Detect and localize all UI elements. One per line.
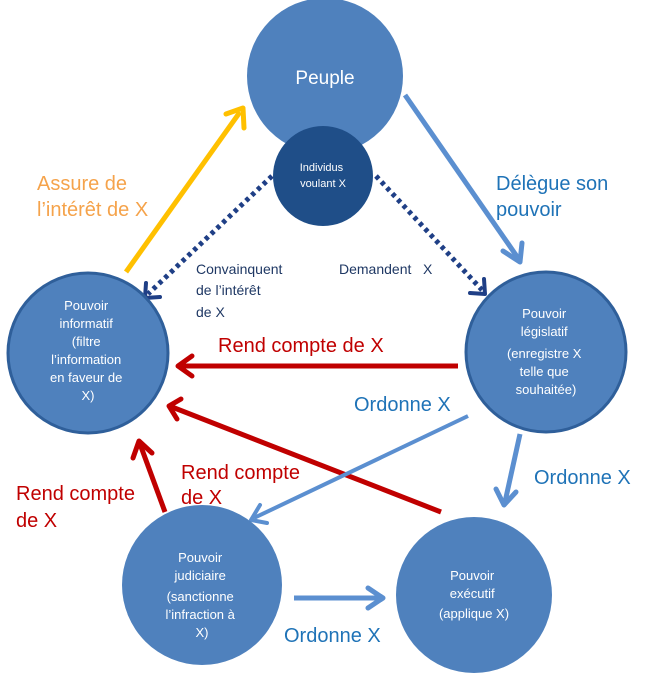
node-judiciaire [122,505,282,665]
node-informatif-line: l’information [51,352,121,367]
node-judiciaire-line: l’infraction à [166,607,236,622]
node-executif-text: Pouvoir exécutif (applique X) [439,568,509,621]
node-executif-line: Pouvoir [450,568,495,583]
node-legislatif-text: Pouvoir législatif (enregistre X telle q… [507,306,585,397]
arrow-ordonne-judiciaire [253,414,469,520]
node-individus [273,126,373,226]
node-judiciaire-line: X) [196,625,209,640]
node-informatif-line: Pouvoir [64,298,109,313]
arrowhead-ordonne-executif [493,486,519,508]
arrow-demandent [374,174,484,292]
arrowhead-rend-compte-legislatif [175,353,195,379]
label-ordonne-executif: Ordonne X [534,467,631,489]
label-ordonne-bottom-line: Ordonne X [284,625,381,647]
label-rend-compte-jud-line: Rend compte [16,483,135,505]
label-ordonne-judiciaire: Ordonne X [354,394,451,416]
label-convainquent-line: Convainquent [196,261,283,277]
arrowhead-delegue-pouvoir [500,240,525,265]
node-executif-line: exécutif [450,586,495,601]
label-assure-line: l’intérêt de X [37,199,148,221]
arrowhead-rend-compte-judiciaire [130,438,155,461]
label-assure-line: Assure de [37,173,127,195]
label-convainquent-line: de X [196,304,225,320]
node-executif-line: (applique X) [439,606,509,621]
node-informatif-line: informatif [59,316,113,331]
label-convainquent: Convainquent de l’intérêt de X [196,261,286,320]
arrow-ordonne-executif [502,433,523,503]
arrow-assure-interet [123,110,243,274]
node-legislatif [464,270,628,434]
node-legislatif-line: législatif [521,324,568,339]
node-legislatif-line: telle que [520,364,569,379]
label-rend-compte-exe-line: de X [181,487,222,509]
node-informatif [6,271,170,435]
arrowhead-convainquent [143,281,162,300]
node-individus-line: voulant X [300,178,347,190]
node-informatif-line: en faveur de [50,370,122,385]
node-peuple-text: Peuple [295,68,354,89]
label-ordonne-exe-line: Ordonne X [534,467,631,489]
node-informatif-text: Pouvoir informatif (filtre l’information… [50,298,126,403]
label-rend-compte-jud-line: de X [16,510,57,532]
node-peuple [247,0,403,154]
label-delegue-line: Délègue son [496,173,608,195]
node-informatif-line: X) [82,388,95,403]
label-demandent-line: Demandent X [339,261,433,277]
edge-labels-layer: Assure de l’intérêt de X Délègue son pou… [0,0,631,647]
node-individus-line: Individus [300,162,344,174]
label-rend-compte-exe-line: Rend compte [181,462,300,484]
arrowhead-assure-interet [223,105,247,131]
node-legislatif-line: Pouvoir [522,306,567,321]
arrow-rend-compte-judiciaire [137,443,168,513]
label-delegue-pouvoir: Délègue son pouvoir [496,173,614,221]
node-texts-layer: Peuple Individus voulant X Pouvoir infor… [50,68,585,640]
arrowhead-ordonne-bottom [365,585,386,611]
node-judiciaire-text: Pouvoir judiciaire (sanctionne l’infract… [166,550,239,640]
label-rend-compte-judiciaire: Rend compte de X [16,483,141,532]
label-ordonne-bottom: Ordonne X [284,625,381,647]
label-assure-interet: Assure de l’intérêt de X [37,173,148,221]
node-individus-text: Individus voulant X [300,162,347,190]
node-legislatif-line: (enregistre X [507,346,582,361]
arrow-rend-compte-executif [171,404,442,515]
node-executif [396,517,552,673]
label-ordonne-jud-line: Ordonne X [354,394,451,416]
label-rend-compte-executif: Rend compte de X [181,462,306,509]
arrow-delegue-pouvoir [402,93,521,260]
label-rend-compte-legislatif: Rend compte de X [218,335,384,357]
node-judiciaire-line: Pouvoir [178,550,223,565]
node-informatif-line: (filtre [72,334,101,349]
arrowhead-ordonne-judiciaire [249,503,269,525]
node-peuple-line: Peuple [295,68,354,89]
arrowhead-rend-compte-executif [166,396,184,422]
label-convainquent-line: de l’intérêt [196,282,261,298]
label-rend-compte-leg-line: Rend compte de X [218,335,384,357]
arrowhead-demandent [468,277,487,296]
nodes-layer [6,0,628,673]
node-legislatif-line: souhaitée) [516,382,577,397]
node-judiciaire-line: judiciaire [174,568,226,583]
arrows-layer [123,93,525,611]
label-delegue-line: pouvoir [496,199,562,221]
label-demandent: Demandent X [0,0,452,277]
node-judiciaire-line: (sanctionne [167,589,234,604]
